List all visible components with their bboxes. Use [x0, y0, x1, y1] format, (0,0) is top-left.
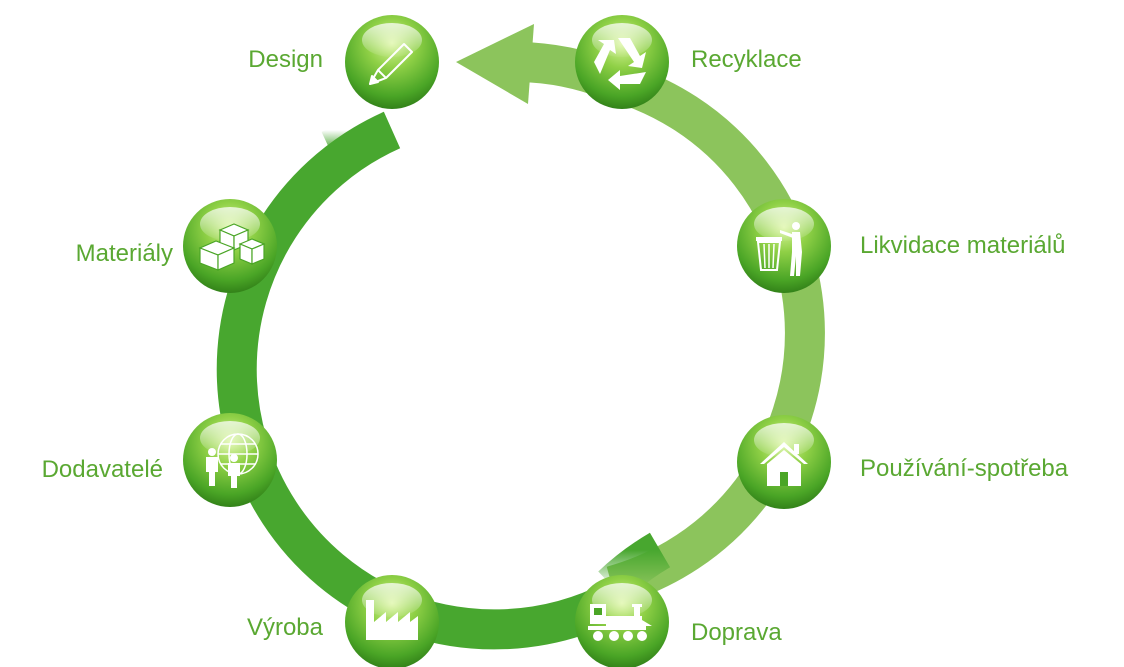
- ring-left-arc: [216, 111, 402, 628]
- node-production: [345, 575, 439, 667]
- node-disposal: [737, 199, 831, 293]
- ring-right-arc: [604, 60, 825, 606]
- node-transport: [575, 575, 669, 667]
- arrowhead: [456, 24, 534, 104]
- node-recycling: [575, 15, 669, 109]
- label-suppliers: Dodavatelé: [41, 456, 163, 483]
- label-materials: Materiály: [75, 240, 173, 267]
- recycle-icon: [594, 38, 646, 90]
- train-icon: [588, 604, 652, 641]
- node-use: [737, 415, 831, 509]
- label-production: Výroba: [246, 614, 323, 641]
- node-materials: [183, 199, 277, 293]
- label-disposal: Likvidace materiálů: [860, 232, 1066, 259]
- boxes-icon: [198, 223, 266, 271]
- ring-left-fade: [321, 110, 397, 169]
- label-use: Používání-spotřeba: [860, 455, 1069, 482]
- node-design: [345, 15, 439, 109]
- label-recycling: Recyklace: [691, 46, 802, 73]
- trash-bin-icon: [756, 222, 802, 276]
- people-globe-icon: [206, 433, 259, 488]
- label-transport: Doprava: [691, 619, 782, 646]
- house-icon: [760, 442, 808, 486]
- factory-icon: [366, 600, 418, 640]
- node-suppliers: [183, 413, 277, 507]
- pencil-icon: [369, 43, 413, 85]
- label-design: Design: [248, 46, 323, 73]
- cycle-ring: [216, 24, 825, 650]
